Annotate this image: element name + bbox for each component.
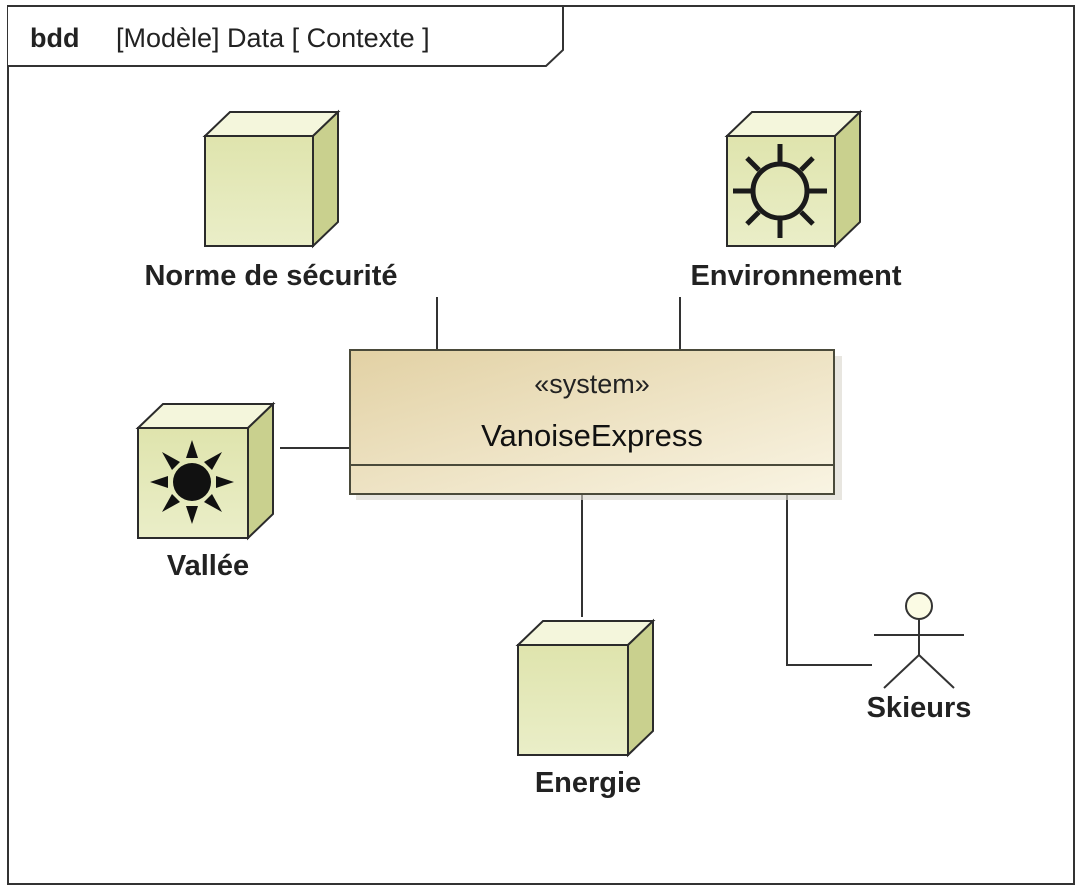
block-energie[interactable]: Energie xyxy=(515,618,656,799)
sun-filled-icon xyxy=(150,440,234,524)
system-block[interactable]: «system» VanoiseExpress xyxy=(349,349,842,500)
connectors xyxy=(280,297,872,666)
sun-outline-icon xyxy=(733,144,827,238)
block-environnement[interactable]: Environnement xyxy=(690,109,902,292)
connector-skieurs[interactable] xyxy=(786,494,872,666)
block-vallee[interactable]: Vallée xyxy=(135,401,276,582)
actor-skieurs[interactable]: Skieurs xyxy=(867,592,972,724)
actor-stick-figure-icon xyxy=(874,592,964,689)
frame-kind: bdd xyxy=(30,23,79,53)
actor-skieurs-label: Skieurs xyxy=(867,692,972,724)
block-norme[interactable]: Norme de sécurité xyxy=(144,109,398,292)
block-energie-label: Energie xyxy=(535,767,641,799)
block-norme-label: Norme de sécurité xyxy=(144,260,397,292)
block-vallee-label: Vallée xyxy=(167,550,249,582)
system-name: VanoiseExpress xyxy=(481,418,703,453)
system-stereotype: «system» xyxy=(534,369,650,399)
frame-qualifier: [Modèle] Data [ Contexte ] xyxy=(116,23,430,53)
block-environnement-label: Environnement xyxy=(690,260,901,292)
